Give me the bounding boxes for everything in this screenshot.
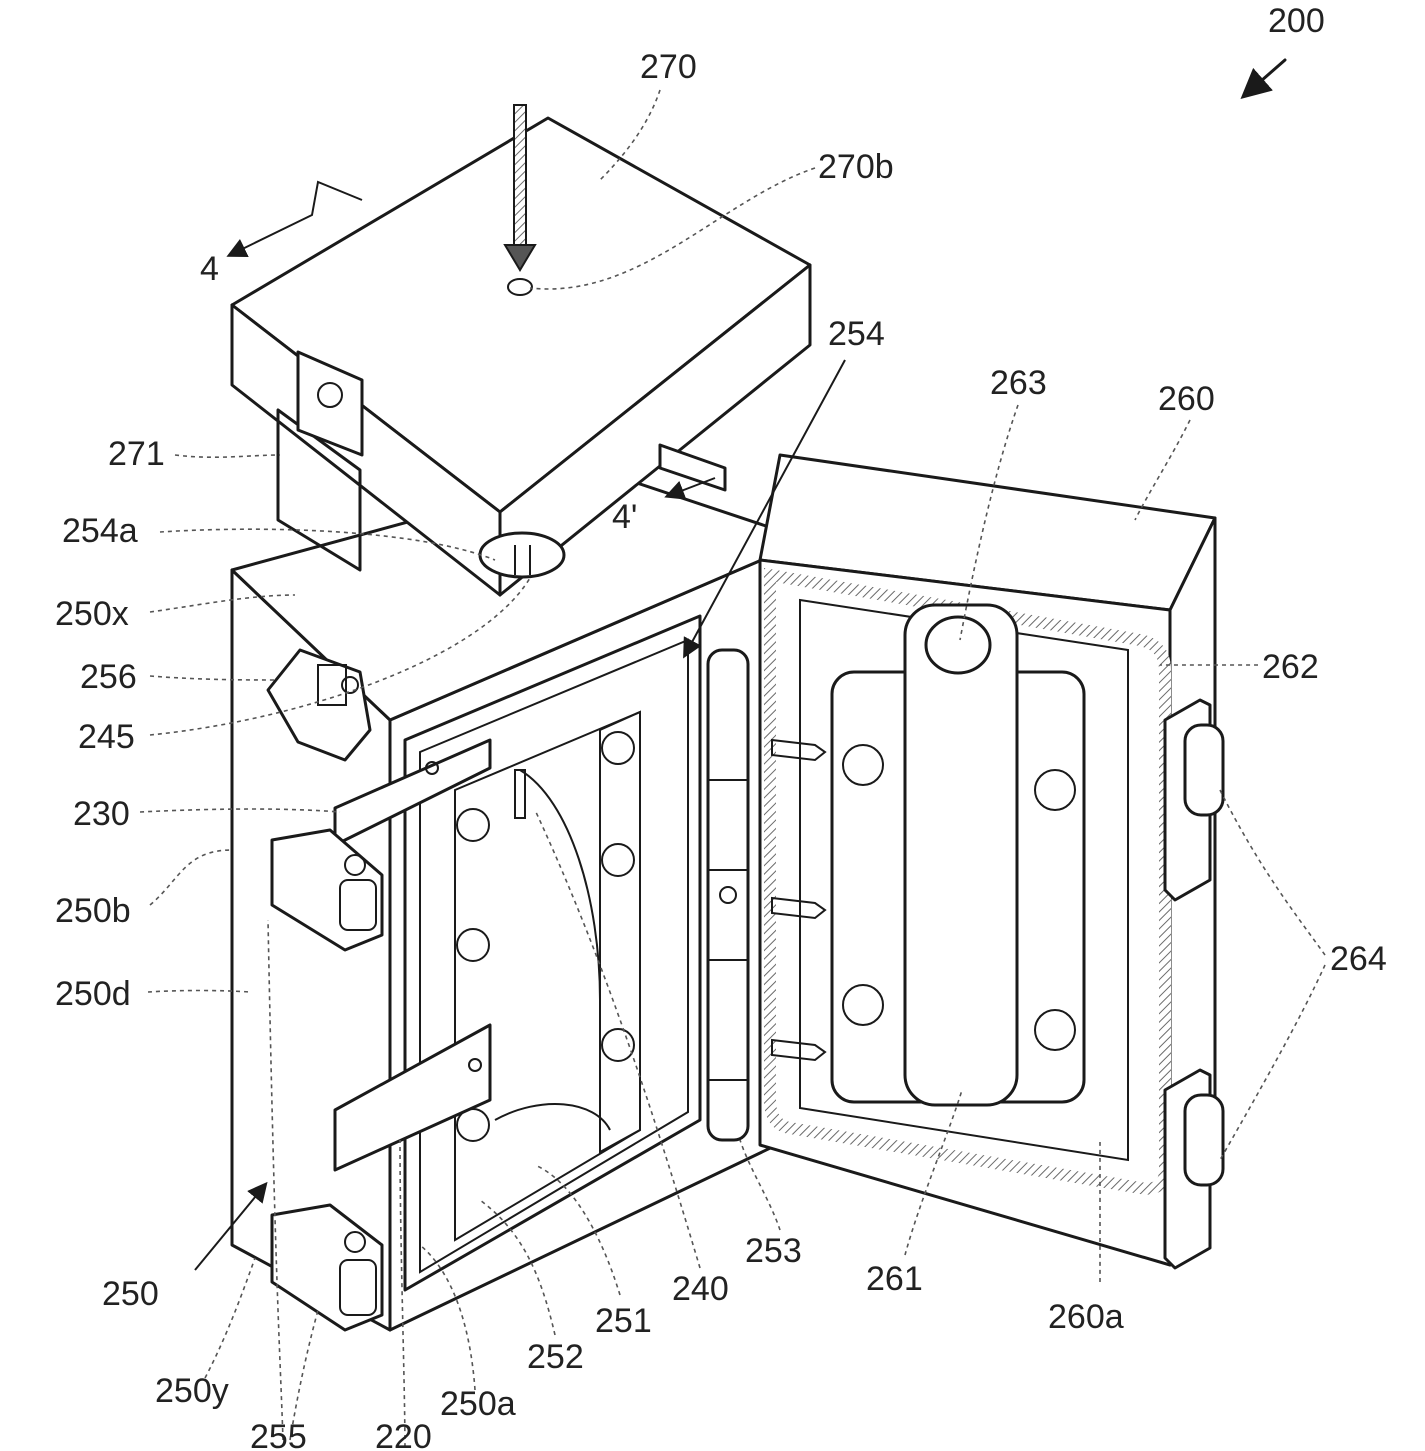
fig-arrow [1245,60,1285,95]
leader-250y [205,1258,255,1378]
label-261: 261 [866,1260,923,1298]
label-255: 255 [250,1418,307,1451]
spindle [480,533,564,577]
label-250: 250 [102,1275,159,1313]
leader-264-upper [1220,790,1325,955]
label-250y: 250y [155,1372,229,1410]
main-body [232,470,808,1330]
label-262: 262 [1262,648,1319,686]
label-230: 230 [73,795,130,833]
section-arrow-end [668,478,715,496]
leader-271 [175,455,280,457]
label-260: 260 [1158,380,1215,418]
label-253: 253 [745,1232,802,1270]
label-250x: 250x [55,595,129,633]
leader-260 [1135,420,1190,520]
label-250a: 250a [440,1385,516,1423]
label-256: 256 [80,658,137,696]
leader-264-lower [1220,965,1325,1160]
label-250d: 250d [55,975,131,1013]
label-250b: 250b [55,892,131,930]
label-254: 254 [828,315,885,353]
rear-hinge-stub [660,445,725,490]
section-mark-start: 4 [200,250,219,288]
leader-250b [150,850,232,905]
label-260a: 260a [1048,1298,1124,1336]
section-mark-end: 4' [612,498,637,536]
label-251: 251 [595,1302,652,1340]
label-271: 271 [108,435,165,473]
label-240: 240 [672,1270,729,1308]
label-264: 264 [1330,940,1387,978]
door [760,455,1223,1268]
label-254a: 254a [62,512,138,550]
cylinder-cap-263 [926,617,990,673]
label-220: 220 [375,1418,432,1451]
insert-arrow-shaft [514,105,526,245]
figure-number: 200 [1268,2,1325,40]
label-263: 263 [990,364,1047,402]
hinge-barrel [708,650,748,1140]
label-270: 270 [640,48,697,86]
label-245: 245 [78,718,135,756]
latch-roller [1185,725,1223,815]
latch-roller [1185,1095,1223,1185]
cylinder-261 [905,605,1017,1105]
label-270b: 270b [818,148,894,186]
label-252: 252 [527,1338,584,1376]
